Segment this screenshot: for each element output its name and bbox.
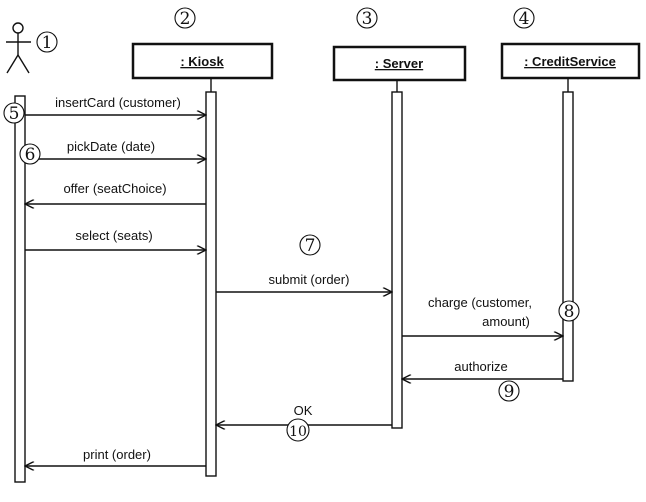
kiosk-object-label: : Kiosk: [180, 54, 224, 69]
svg-text:10: 10: [289, 424, 307, 440]
svg-text:9: 9: [504, 382, 515, 402]
marker-3: 3: [356, 7, 378, 29]
marker-8: 8: [558, 300, 580, 322]
svg-text:1: 1: [42, 33, 53, 53]
actor-stick-figure: [6, 22, 31, 74]
server-object-box: : Server: [332, 45, 467, 82]
message-offer-label: offer (seatChoice): [63, 181, 166, 196]
svg-text:6: 6: [25, 145, 36, 165]
marker-4: 4: [513, 7, 535, 29]
marker-5: 5: [3, 102, 25, 124]
message-charge-label-line1: charge (customer,: [428, 295, 532, 310]
message-ok-label: OK: [294, 403, 313, 418]
server-activation-bar: [391, 91, 403, 429]
server-object-label: : Server: [375, 56, 423, 71]
creditservice-object-label: : CreditService: [524, 54, 616, 69]
message-print-label: print (order): [83, 447, 151, 462]
marker-2: 2: [174, 7, 196, 29]
svg-text:7: 7: [305, 236, 316, 256]
creditservice-activation-bar: [562, 91, 574, 382]
marker-7: 7: [299, 234, 321, 256]
actor-activation-bar: [14, 95, 26, 483]
message-submit-label: submit (order): [269, 272, 350, 287]
message-pickdate-label: pickDate (date): [67, 139, 155, 154]
kiosk-object-box: : Kiosk: [131, 42, 274, 80]
marker-9: 9: [498, 380, 520, 402]
message-insertcard-label: insertCard (customer): [55, 95, 181, 110]
svg-text:8: 8: [564, 302, 575, 322]
svg-text:2: 2: [180, 9, 191, 29]
svg-text:3: 3: [362, 9, 373, 29]
message-select-label: select (seats): [75, 228, 152, 243]
creditservice-object-box: : CreditService: [500, 42, 641, 80]
message-authorize-label: authorize: [454, 359, 507, 374]
svg-text:5: 5: [9, 104, 20, 124]
marker-1: 1: [36, 31, 58, 53]
marker-6: 6: [19, 143, 41, 165]
marker-10: 10: [286, 418, 310, 442]
kiosk-activation-bar: [205, 91, 217, 477]
message-charge-label-line2: amount): [482, 314, 530, 329]
svg-text:4: 4: [519, 9, 530, 29]
